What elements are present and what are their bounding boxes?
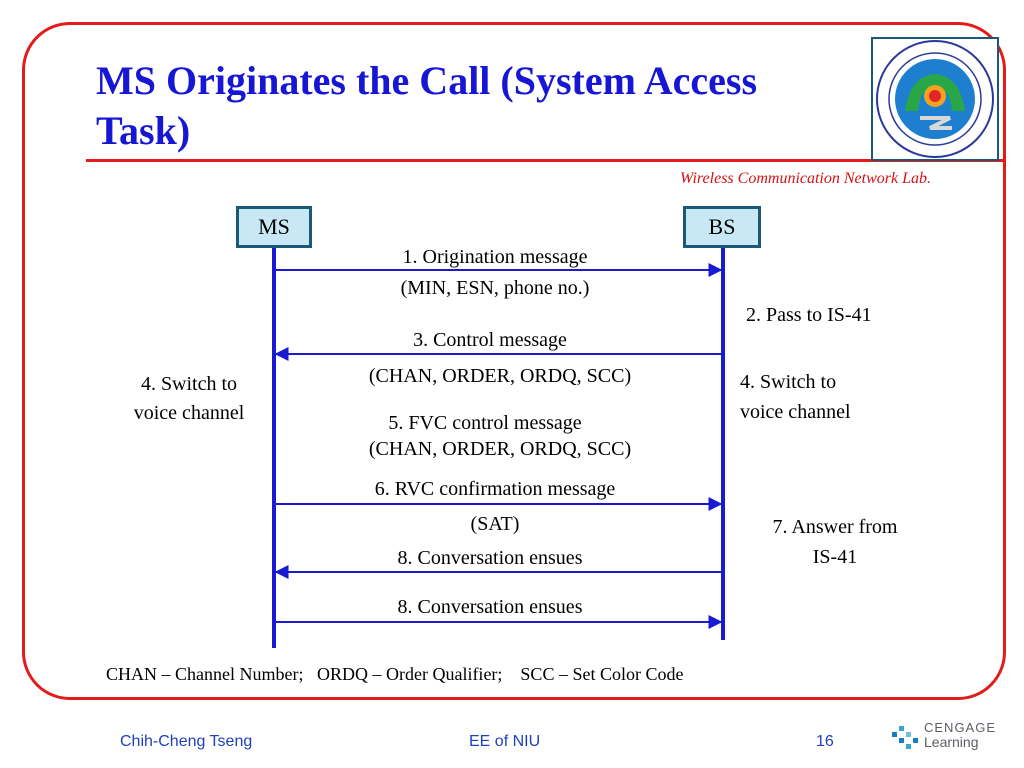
message-6-label: 6. RVC confirmation message xyxy=(374,478,616,500)
message-3-label: 3. Control message xyxy=(413,329,567,351)
footer-dept: EE of NIU xyxy=(469,733,541,750)
message-3-params: (CHAN, ORDER, ORDQ, SCC) xyxy=(368,365,632,387)
university-logo-icon xyxy=(871,37,999,161)
cengage-wordmark: CENGAGE Learning xyxy=(924,720,996,750)
message-6-params: (SAT) xyxy=(470,513,520,535)
message-1-label: 1. Origination message xyxy=(402,246,588,268)
lab-name: Wireless Communication Network Lab. xyxy=(680,170,931,187)
bs-note-answer-2: IS-41 xyxy=(812,546,858,568)
bs-note-answer-1: 7. Answer from xyxy=(772,516,898,538)
slide-title: MS Originates the Call (System Access Ta… xyxy=(96,58,758,153)
message-8b-label: 8. Conversation ensues xyxy=(397,596,583,618)
message-5-params: (CHAN, ORDER, ORDQ, SCC) xyxy=(368,438,632,460)
bs-note-switch-2: voice channel xyxy=(740,401,851,423)
slide-frame xyxy=(22,22,1006,700)
ms-entity-box: MS xyxy=(236,206,312,248)
title-underline xyxy=(86,159,1006,162)
message-1-params: (MIN, ESN, phone no.) xyxy=(400,277,590,299)
message-8a-label: 8. Conversation ensues xyxy=(397,547,583,569)
bs-note-pass: 2. Pass to IS-41 xyxy=(746,304,872,326)
footer-author: Chih-Cheng Tseng xyxy=(120,733,253,750)
message-5-label: 5. FVC control message xyxy=(388,412,582,434)
bs-entity-box: BS xyxy=(683,206,761,248)
cengage-brand-line-2: Learning xyxy=(924,734,979,750)
ms-note-switch-2: voice channel xyxy=(133,402,245,424)
bs-note-switch-1: 4. Switch to xyxy=(740,371,837,393)
cengage-brand-line-1: CENGAGE xyxy=(924,720,997,735)
cengage-logo-icon xyxy=(892,726,918,749)
ms-note-switch-1: 4. Switch to xyxy=(140,373,238,395)
footer-page-number: 16 xyxy=(816,733,834,750)
abbreviation-legend: CHAN – Channel Number; ORDQ – Order Qual… xyxy=(106,664,684,684)
